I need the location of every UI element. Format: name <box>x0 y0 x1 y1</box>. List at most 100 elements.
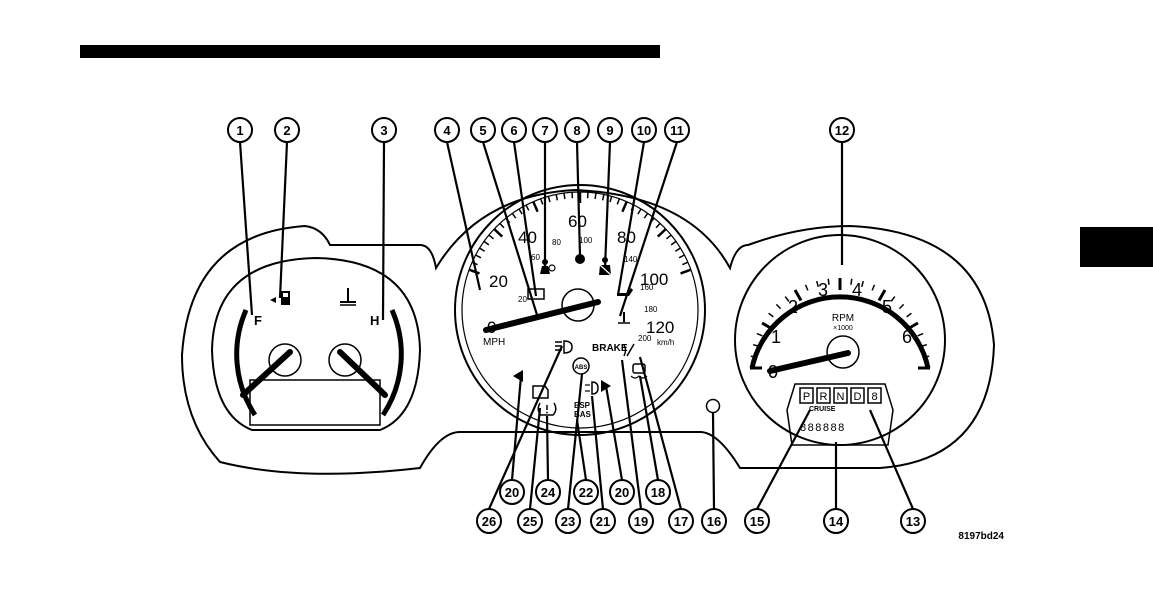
abs-icon: ABS <box>573 358 589 374</box>
speedo-kmh-tick-20: 20 <box>518 295 527 304</box>
callout-number: 8 <box>573 123 580 138</box>
tach-tick-mark <box>923 356 929 357</box>
callout-number: 13 <box>906 514 920 529</box>
headlight-high-beam-icon <box>555 341 572 353</box>
callout-number: 15 <box>750 514 764 529</box>
brake-warning-label: BRAKE <box>592 343 628 354</box>
leader-line <box>240 142 252 315</box>
leader-line <box>605 142 610 268</box>
speedo-tick-mark <box>681 270 691 274</box>
gear-label: P <box>803 391 810 403</box>
cluster-bezel <box>182 190 994 474</box>
speedo-kmh-tick-60: 60 <box>531 253 540 262</box>
speedo-tick-mark <box>556 194 557 200</box>
coolant-temp-icon <box>340 288 356 305</box>
callout-number: 9 <box>606 123 613 138</box>
gear-label: R <box>820 391 828 403</box>
speedo-kmh-tick-100: 100 <box>579 236 593 245</box>
callout-number: 16 <box>707 514 721 529</box>
leader-line <box>280 142 287 298</box>
tach-tick-mark <box>769 313 774 317</box>
tach-tick-mark <box>828 279 829 285</box>
figure-code: 8197bd24 <box>958 531 1004 542</box>
speedo-tick-mark <box>610 196 612 202</box>
speedo-tick-mark <box>595 193 596 199</box>
tach-tick-mark <box>806 285 808 291</box>
speedo-mph-tick-60: 60 <box>568 212 587 231</box>
callout-number: 10 <box>637 123 651 138</box>
tach-tick-mark <box>751 356 757 357</box>
callout-number: 7 <box>541 123 548 138</box>
speedo-tick-mark <box>679 255 684 258</box>
gear-indicator-row: PRND8 <box>800 388 881 403</box>
header-rule <box>80 45 660 58</box>
speedo-tick-mark <box>489 235 494 239</box>
tach-tick-mark <box>757 334 763 336</box>
speedo-tick-mark <box>603 194 604 200</box>
speedo-tick-mark <box>476 255 481 258</box>
cruise-indicator: CRUISE <box>809 406 836 413</box>
speedo-tick-mark <box>638 209 641 214</box>
speedo-kmh-tick-200: 200 <box>638 334 652 343</box>
tach-tick-4: 4 <box>852 280 862 300</box>
speedo-kmh-tick-180: 180 <box>644 305 658 314</box>
speedo-tick-mark <box>682 262 687 264</box>
speedo-tick-mark <box>622 202 626 212</box>
callout-number: 22 <box>579 485 593 500</box>
leader-line <box>713 413 714 509</box>
tach-tick-5: 5 <box>882 297 892 317</box>
callout-number: 6 <box>510 123 517 138</box>
speedo-tick-mark <box>564 193 565 199</box>
gear-label: 8 <box>871 391 877 403</box>
tach-tick-1: 1 <box>771 327 781 347</box>
callout-number: 11 <box>670 123 684 138</box>
fuel-temp-gauges: F H <box>212 258 420 430</box>
section-tab <box>1080 227 1153 267</box>
abs-label: ABS <box>575 365 588 371</box>
speedo-mph-tick-20: 20 <box>489 272 508 291</box>
esp-label: ESP <box>574 401 591 410</box>
speedo-tick-mark <box>666 235 671 239</box>
callout-number: 3 <box>380 123 387 138</box>
speedo-mph-unit: MPH <box>483 337 505 348</box>
callout-number: 1 <box>236 123 243 138</box>
callout-number: 12 <box>835 123 849 138</box>
tach-tick-6: 6 <box>902 327 912 347</box>
speedo-tick-mark <box>671 241 676 244</box>
tach-tick-mark <box>776 304 780 308</box>
leader-line <box>577 142 580 256</box>
callout-number: 25 <box>523 514 537 529</box>
leader-line <box>447 142 480 290</box>
callout-number: 5 <box>479 123 486 138</box>
gear-label: D <box>854 391 862 403</box>
callout-number: 20 <box>615 485 629 500</box>
callout-number: 20 <box>505 485 519 500</box>
speedo-kmh-tick-80: 80 <box>552 238 561 247</box>
leader-line <box>577 420 586 480</box>
airbag-icon <box>540 259 555 274</box>
tach-tick-mark <box>899 304 903 308</box>
callout-number: 17 <box>674 514 688 529</box>
speedo-kmh-unit: km/h <box>657 338 674 347</box>
tach-unit: RPM <box>832 313 854 324</box>
callout-leaders <box>240 142 913 509</box>
leader-line <box>383 142 384 320</box>
speedo-tick-mark <box>656 223 660 227</box>
tach-tick-2: 2 <box>788 297 798 317</box>
speedo-tick-mark <box>500 223 504 227</box>
callout-markers: 1234567891011122625232119171615141320242… <box>228 118 925 533</box>
speedo-kmh-tick-160: 160 <box>640 283 654 292</box>
tach-tick-3: 3 <box>818 280 828 300</box>
callout-number: 14 <box>829 514 844 529</box>
odometer-display: 888888 <box>800 422 846 434</box>
speedo-tick-mark <box>494 229 502 237</box>
callout-number: 4 <box>443 123 451 138</box>
callout-number: 26 <box>482 514 496 529</box>
leader-line <box>512 376 521 480</box>
leader-line <box>547 416 548 480</box>
speedo-tick-mark <box>519 209 522 214</box>
trip-reset-button <box>707 400 720 413</box>
leader-line <box>757 410 810 509</box>
